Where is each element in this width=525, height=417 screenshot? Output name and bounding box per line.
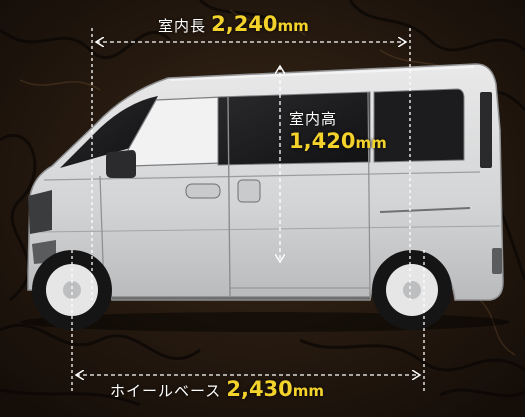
tail-lamp (492, 248, 502, 274)
front-door-handle (185, 183, 221, 199)
sliding-door-front-edge (227, 96, 231, 297)
sliding-door-rear-edge (367, 91, 371, 297)
slide-door-handle (237, 179, 261, 203)
wheelbase-caption: ホイールベース (110, 382, 222, 400)
side-mirror (106, 150, 136, 178)
slide-door-window-rear (373, 88, 465, 163)
rear-wheel (372, 250, 452, 330)
headlamp (28, 190, 52, 234)
interior-length-unit: mm (277, 17, 309, 35)
character-line (39, 225, 501, 233)
interior-length-caption: 室内長 (158, 17, 207, 35)
interior-length-label: 室内長 2,240mm (158, 12, 309, 36)
interior-height-value: 1,420 (289, 129, 356, 153)
interior-length-value: 2,240 (211, 12, 278, 36)
interior-height-caption: 室内高 (289, 110, 338, 128)
slide-rail (379, 207, 471, 213)
roof-highlight (169, 66, 475, 81)
interior-height-unit: mm (355, 134, 387, 152)
rear-pillar-window (480, 92, 492, 168)
wheelbase-unit: mm (292, 382, 325, 400)
interior-height-label: 室内高 1,420mm (289, 108, 387, 153)
belt-line (43, 171, 481, 181)
wheelbase-value: 2,430 (226, 377, 293, 401)
slide-door-window-front (217, 91, 371, 166)
windshield (60, 96, 158, 168)
wheelbase-label: ホイールベース 2,430mm (110, 377, 324, 401)
